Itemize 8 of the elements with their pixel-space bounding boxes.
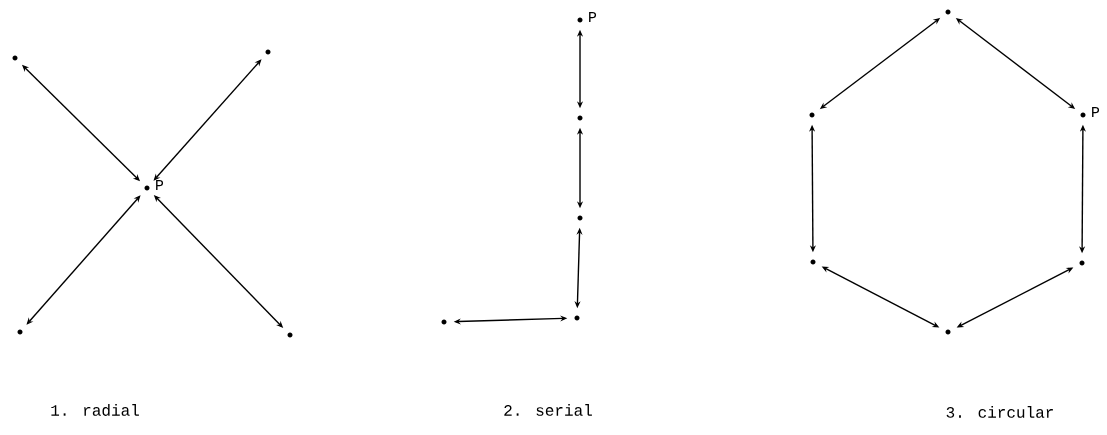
- double-arrow: [26, 195, 141, 325]
- node-label: P: [1092, 107, 1100, 117]
- caption: 1. radial: [51, 404, 139, 416]
- caption: 3. circular: [946, 406, 1053, 418]
- node-label: P: [156, 180, 164, 190]
- node-label: P: [589, 12, 597, 22]
- double-arrow: [153, 59, 262, 181]
- caption: 2. serial: [504, 404, 592, 416]
